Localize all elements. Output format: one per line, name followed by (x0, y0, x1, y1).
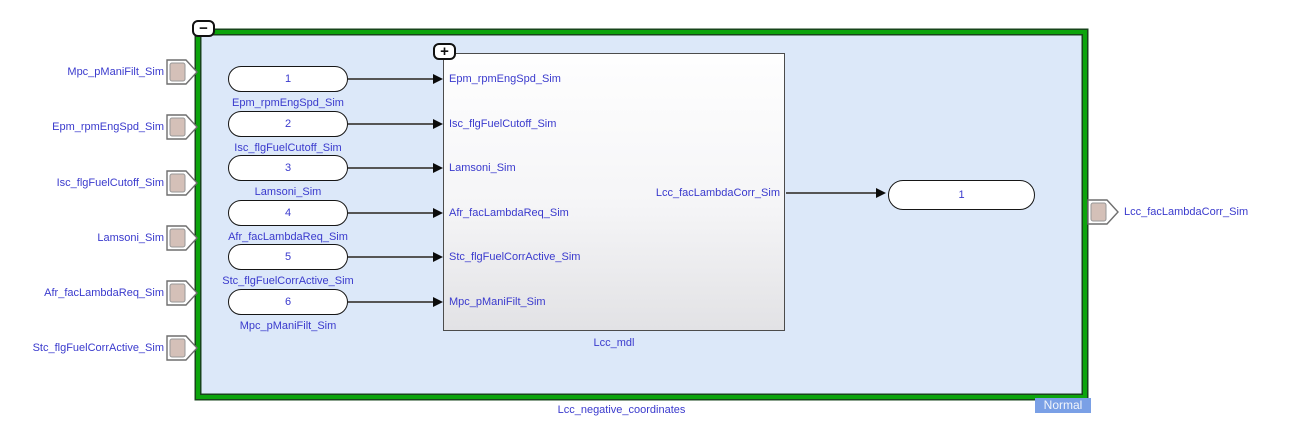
external-input-label: Epm_rpmEngSpd_Sim (52, 121, 164, 133)
inport-name: Isc_flgFuelCutoff_Sim (234, 142, 342, 154)
model-input-port-label: Lamsoni_Sim (449, 162, 516, 174)
external-input-label: Afr_facLambdaReq_Sim (44, 287, 164, 299)
inport-name: Lamsoni_Sim (254, 186, 322, 198)
inport-number: 5 (284, 251, 292, 263)
inport-number: 2 (284, 118, 292, 130)
arrowhead-icon (876, 188, 886, 198)
inport-number: 4 (284, 207, 292, 219)
model-input-port-label: Afr_facLambdaReq_Sim (449, 207, 569, 219)
outport-block[interactable]: 1 (888, 180, 1035, 210)
inport-block[interactable]: 4 (228, 200, 348, 226)
external-input-label: Isc_flgFuelCutoff_Sim (56, 177, 164, 189)
signal-wire (786, 192, 876, 194)
simulation-mode-badge: Normal (1035, 398, 1091, 413)
inport-number: 1 (284, 73, 292, 85)
inport-name: Epm_rpmEngSpd_Sim (232, 97, 344, 109)
input-port-icon[interactable] (166, 225, 198, 251)
external-input-label: Lamsoni_Sim (97, 232, 164, 244)
outport-number: 1 (958, 189, 965, 201)
input-port-icon[interactable] (166, 114, 198, 140)
model-input-port-label: Stc_flgFuelCorrActive_Sim (449, 251, 581, 263)
external-output-label: Lcc_facLambdaCorr_Sim (1124, 206, 1249, 218)
arrowhead-icon (433, 119, 443, 129)
signal-wire (348, 256, 434, 258)
external-input-label: Mpc_pManiFilt_Sim (67, 66, 164, 78)
arrowhead-icon (433, 252, 443, 262)
expand-button[interactable]: + (433, 43, 456, 60)
minus-icon: − (199, 20, 208, 37)
arrowhead-icon (433, 74, 443, 84)
inport-number: 3 (284, 162, 292, 174)
input-port-icon[interactable] (166, 170, 198, 196)
inport-name: Mpc_pManiFilt_Sim (239, 320, 337, 332)
signal-wire (348, 167, 434, 169)
inport-block[interactable]: 3 (228, 155, 348, 181)
collapse-button[interactable]: − (192, 20, 215, 37)
inport-block[interactable]: 5 (228, 244, 348, 270)
arrowhead-icon (433, 297, 443, 307)
signal-wire (348, 78, 434, 80)
inport-number: 6 (284, 296, 292, 308)
model-reference-block[interactable] (443, 53, 785, 331)
arrowhead-icon (433, 208, 443, 218)
inport-block[interactable]: 2 (228, 111, 348, 137)
output-port-icon[interactable] (1087, 199, 1119, 225)
inport-name: Stc_flgFuelCorrActive_Sim (222, 275, 354, 287)
model-output-port-label: Lcc_facLambdaCorr_Sim (655, 187, 780, 199)
model-input-port-label: Mpc_pManiFilt_Sim (449, 296, 546, 308)
inport-block[interactable]: 6 (228, 289, 348, 315)
model-input-port-label: Isc_flgFuelCutoff_Sim (449, 118, 557, 130)
inport-block[interactable]: 1 (228, 66, 348, 92)
inport-name: Afr_facLambdaReq_Sim (228, 231, 348, 243)
signal-wire (348, 212, 434, 214)
input-port-icon[interactable] (166, 59, 198, 85)
input-port-icon[interactable] (166, 280, 198, 306)
subsystem-name: Lcc_negative_coordinates (557, 404, 686, 416)
input-port-icon[interactable] (166, 335, 198, 361)
model-block-name: Lcc_mdl (593, 337, 635, 349)
model-input-port-label: Epm_rpmEngSpd_Sim (449, 73, 561, 85)
signal-wire (348, 123, 434, 125)
plus-icon: + (440, 43, 449, 60)
signal-wire (348, 301, 434, 303)
external-input-label: Stc_flgFuelCorrActive_Sim (32, 342, 164, 354)
arrowhead-icon (433, 163, 443, 173)
